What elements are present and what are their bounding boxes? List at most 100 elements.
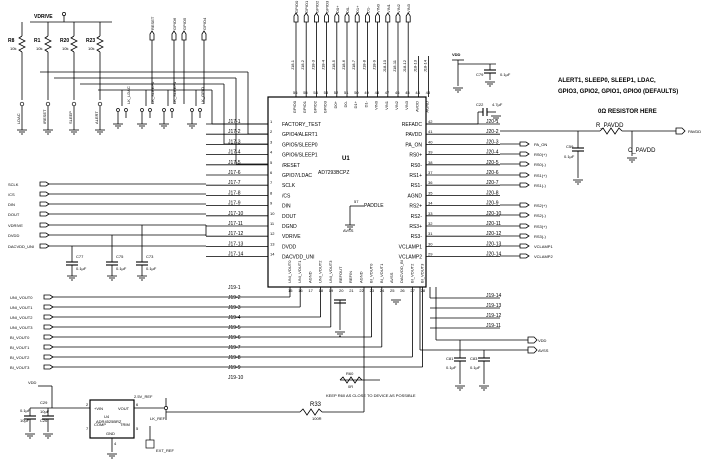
vdd-avss-right: VDD AVSS C81 0.1µF C83 0.1µF xyxy=(419,287,549,384)
vout-net-label: BI_VOUT1 xyxy=(10,345,30,350)
gpio-top-net-label: GPIO4 xyxy=(202,17,207,30)
link-label: LK_SLEEP1 xyxy=(172,81,177,104)
pin-name-bottom: BI_VOUT3 xyxy=(420,263,425,283)
pin-num-left: 5 xyxy=(270,160,273,165)
j20-pin-label: J20-1 xyxy=(486,119,499,125)
net-port xyxy=(43,364,54,370)
pin-name-top: GPIO1 xyxy=(302,100,307,113)
pin-name-bottom: UNI_VOUT0 xyxy=(287,260,292,283)
link-contact xyxy=(198,108,202,112)
rs-net-label: RS0(-) xyxy=(534,162,546,167)
pin-name-left: DIN xyxy=(282,204,291,210)
r33-ref: R33 xyxy=(310,402,322,408)
j19-left-pin-label: J19-4 xyxy=(228,315,241,321)
vout-net-label: UNI_VOUT1 xyxy=(10,305,33,310)
j17-pin-label: J17-10 xyxy=(228,211,244,217)
left-net-label: SCLK xyxy=(8,182,19,187)
pin-num-right: 31 xyxy=(428,231,433,236)
pin-name-bottom: DACVDD_BI xyxy=(399,260,404,283)
c59-val: 0.1µF xyxy=(564,154,575,159)
vdd-ref-label: VDD xyxy=(28,380,37,385)
j18-pin-label: J18-3 xyxy=(310,59,315,70)
top-net-label: GPIO1 xyxy=(304,0,309,13)
link-label: LK_SLEEP0 xyxy=(150,81,155,104)
ext-ref-label: EXT_REF xyxy=(156,448,175,453)
net-port xyxy=(43,294,54,300)
link-contact xyxy=(140,108,144,112)
pin-num-left: 12 xyxy=(270,231,275,236)
r60-ref: R60 xyxy=(346,371,354,376)
rs-net-label: RS3(-) xyxy=(534,234,546,239)
pin-name-top: D1- xyxy=(363,100,368,107)
gpio-top-net-label: RESET xyxy=(150,16,155,30)
c79-ref: C79 xyxy=(476,72,484,77)
pin-num-right: 40 xyxy=(428,139,433,144)
j17-connector: J17-1J17-2J17-3J17-4J17-5J17-6J17-7J17-8… xyxy=(206,119,268,258)
pin-num-right: 36 xyxy=(428,180,433,185)
pin-num-right: 39 xyxy=(428,150,433,155)
pin-name-left: GPIO4/ALERT1 xyxy=(282,132,318,138)
pin-num-right: 30 xyxy=(428,241,433,246)
u4-vout: VOUT xyxy=(118,406,130,411)
paddle-pin-num: 57 xyxy=(354,199,359,204)
c83-ref: C83 xyxy=(470,356,478,361)
rs-net-label: RS0(+) xyxy=(534,152,547,157)
pin-num-right: 38 xyxy=(428,160,433,165)
pin-name-top: D0+ xyxy=(333,100,338,108)
pavdd-filter: PAVDD R_PAVDD C_PAVDD C59 0.1µF xyxy=(500,123,701,178)
c26-val: 10µF xyxy=(20,418,30,423)
net-port xyxy=(354,12,360,23)
cap-ref: C75 xyxy=(116,254,124,259)
top-net-label: VIN0 xyxy=(376,3,381,13)
top-net-label: VIN3 xyxy=(406,3,411,13)
pin-name-left: DACVDD_UNI xyxy=(282,255,315,261)
pin-name-left: GPIO7/LDAC xyxy=(282,173,312,179)
pin-name-top: D0- xyxy=(343,100,348,107)
left-net-label: DVDD xyxy=(8,233,19,238)
pin-name-top: VIN2 xyxy=(394,100,399,110)
pin-name-left: VDRIVE xyxy=(282,234,301,240)
pin-num-bottom: 17 xyxy=(308,288,313,293)
pin-name-bottom: REFOUT xyxy=(338,266,343,283)
j19-left-pin-label: J19-8 xyxy=(228,355,241,361)
pin-num-left: 1 xyxy=(270,119,273,124)
pin-name-left: DOUT xyxy=(282,214,296,220)
j20-pin-label: J20-6 xyxy=(486,170,499,176)
pin-name-right: RS0+ xyxy=(409,153,422,159)
pin-num-left: 8 xyxy=(270,190,273,195)
pullup-net: /RESET xyxy=(42,109,47,124)
pin-name-top: VIN3 xyxy=(404,100,409,110)
pullup-ref: R8 xyxy=(8,38,15,44)
vdd-top: VDD C79 0.1µF xyxy=(452,52,511,86)
rs-net-label: PA_ON xyxy=(534,142,547,147)
net-port xyxy=(43,344,54,350)
net-port xyxy=(519,223,530,229)
link-contact xyxy=(170,108,174,112)
j18-pin-label: J18-7 xyxy=(351,59,356,70)
ground-symbols xyxy=(25,81,637,459)
j17-pin-label: J17-4 xyxy=(228,150,241,156)
rs-net-label: VCLAMP2 xyxy=(534,254,553,259)
pin-num-bottom: 18 xyxy=(319,288,324,293)
net-port xyxy=(181,30,187,41)
net-port xyxy=(39,222,50,228)
u4-pin-comp: 7 xyxy=(86,426,89,431)
j17-pin-label: J17-12 xyxy=(228,231,244,237)
j17-pin-label: J17-11 xyxy=(228,221,243,227)
top-net-label: D0+ xyxy=(335,5,340,13)
c29-val: 10µF xyxy=(40,409,50,414)
pin-num-bottom: 22 xyxy=(359,288,364,293)
r33-val: 100R xyxy=(312,416,322,421)
u1-right-pins: REFADC42PAVDD41PA_ON40RS0+39RS0-38RS1+37… xyxy=(399,119,434,261)
net-port xyxy=(43,314,54,320)
cap-ref: C77 xyxy=(76,254,84,259)
j20-pin-label: J20-5 xyxy=(486,160,499,166)
pin-name-left: /CS xyxy=(282,193,291,199)
pin-num-left: 11 xyxy=(270,221,275,226)
cap-val: 0.1µF xyxy=(116,266,127,271)
j18-pin-label: J18-6 xyxy=(341,59,346,70)
j17-pin-label: J17-6 xyxy=(228,170,241,176)
rs-net-label: VCLAMP1 xyxy=(534,244,553,249)
